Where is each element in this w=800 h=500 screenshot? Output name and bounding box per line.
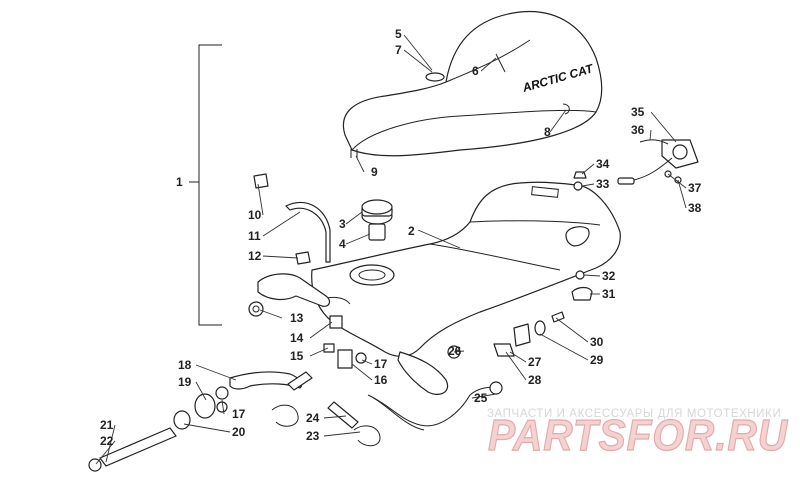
callout-9: 9 xyxy=(371,165,378,179)
cable xyxy=(271,343,515,447)
seat-base xyxy=(257,181,621,395)
watermark-caption: ЗАПЧАСТИ И АКСЕССУАРЫ ДЛЯ МОТОТЕХНИКИ xyxy=(487,408,781,420)
callout-4: 4 xyxy=(339,237,346,251)
group-bracket xyxy=(189,44,222,326)
callout-37: 37 xyxy=(688,181,702,195)
callout-33: 33 xyxy=(596,177,610,191)
callout-25: 25 xyxy=(474,391,488,405)
vent-hose xyxy=(253,173,331,265)
callouts: 1 2 3 4 5 7 6 8 9 10 11 12 13 14 15 16 1… xyxy=(100,27,702,448)
callout-8: 8 xyxy=(544,125,551,139)
watermark: ЗАПЧАСТИ И АКСЕССУАРЫ ДЛЯ МОТОТЕХНИКИ PA… xyxy=(487,408,788,461)
callout-23: 23 xyxy=(306,429,320,443)
grommet xyxy=(248,301,264,317)
callout-17a: 17 xyxy=(374,357,388,371)
callout-24: 24 xyxy=(306,411,320,425)
callout-35: 35 xyxy=(631,105,645,119)
callout-30: 30 xyxy=(590,335,604,349)
callout-19: 19 xyxy=(178,375,192,389)
tail-light xyxy=(617,139,699,185)
callout-13: 13 xyxy=(290,311,304,325)
callout-32: 32 xyxy=(602,269,616,283)
callout-22: 22 xyxy=(100,434,114,448)
callout-7: 7 xyxy=(395,43,402,57)
callout-2: 2 xyxy=(408,224,415,238)
callout-5: 5 xyxy=(395,27,402,41)
callout-3: 3 xyxy=(339,217,346,231)
callout-20: 20 xyxy=(232,425,246,439)
callout-27: 27 xyxy=(528,355,542,369)
right-hardware xyxy=(513,171,593,347)
callout-10: 10 xyxy=(248,208,262,222)
callout-28: 28 xyxy=(528,373,542,387)
leader-lines xyxy=(95,34,687,465)
callout-21: 21 xyxy=(100,418,114,432)
callout-34: 34 xyxy=(596,157,610,171)
callout-36: 36 xyxy=(631,123,645,137)
callout-15: 15 xyxy=(290,349,304,363)
callout-17b: 17 xyxy=(232,407,246,421)
callout-26: 26 xyxy=(448,344,462,358)
callout-31: 31 xyxy=(602,287,616,301)
fuel-valve xyxy=(323,343,367,369)
callout-16: 16 xyxy=(374,373,388,387)
callout-11: 11 xyxy=(248,229,261,243)
callout-12: 12 xyxy=(248,249,262,263)
callout-1: 1 xyxy=(176,175,183,189)
watermark-logo: PARTSFOR.RU xyxy=(488,411,788,460)
fill-cap xyxy=(361,199,393,241)
seat: ARCTIC CAT xyxy=(342,10,603,158)
fuel-line xyxy=(88,371,313,472)
callout-18: 18 xyxy=(178,358,192,372)
callout-6: 6 xyxy=(472,64,479,78)
callout-29: 29 xyxy=(590,353,604,367)
callout-38: 38 xyxy=(688,201,702,215)
callout-14: 14 xyxy=(290,331,304,345)
